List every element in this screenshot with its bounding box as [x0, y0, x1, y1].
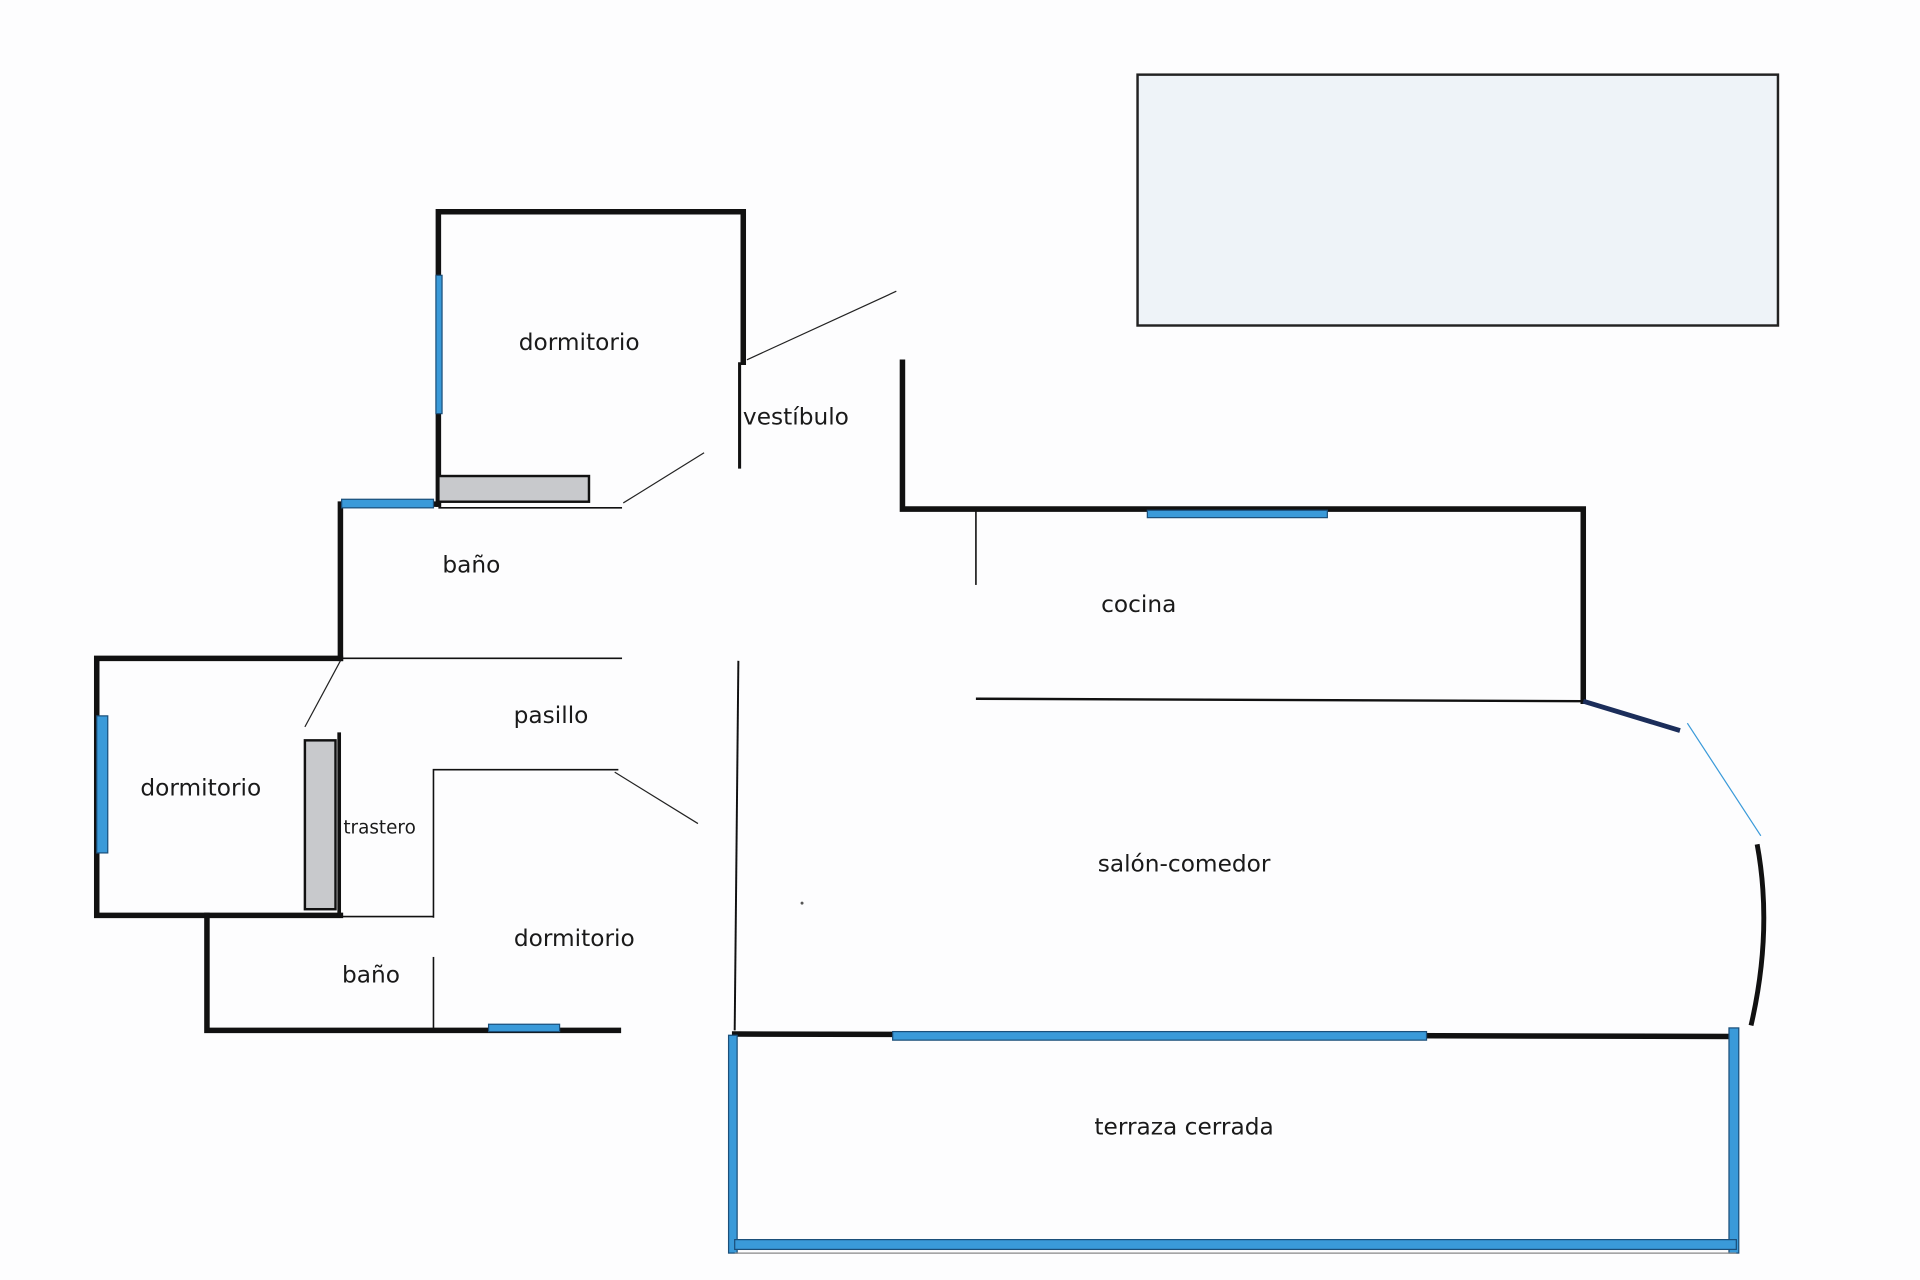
window: [435, 274, 443, 415]
label-bano-lower: baño: [342, 962, 400, 989]
label-terraza-cerrada: terraza cerrada: [1094, 1113, 1273, 1140]
window: [1686, 722, 1762, 837]
label-cocina: cocina: [1101, 591, 1176, 618]
closet: [437, 474, 591, 503]
room-salon-comedor: [731, 698, 1767, 1041]
room-cocina: [899, 359, 1587, 704]
label-pasillo: pasillo: [514, 702, 589, 729]
room-terraza-cerrada: [727, 1027, 1740, 1254]
window: [892, 1030, 1428, 1041]
door-swing: [622, 452, 705, 504]
room-bano-upper: [337, 498, 623, 662]
room-dormitorio-top: [435, 208, 897, 507]
label-salon-comedor: salón-comedor: [1098, 850, 1271, 877]
door-swing: [746, 290, 897, 361]
window: [96, 715, 109, 854]
window: [341, 498, 435, 509]
window: [487, 1023, 561, 1033]
label-dormitorio-left: dormitorio: [140, 774, 261, 801]
label-dormitorio-top: dormitorio: [519, 329, 640, 356]
label-dormitorio-bottom: dormitorio: [514, 925, 635, 952]
room-bano-lower: [204, 912, 622, 1034]
window: [1146, 509, 1328, 519]
label-trastero: trastero: [343, 817, 415, 838]
closet: [303, 739, 337, 911]
blank-legend-box: [1136, 73, 1780, 327]
label-vestibulo: vestíbulo: [743, 404, 849, 431]
label-bano-upper: baño: [442, 552, 500, 579]
room-dormitorio-left: [93, 655, 434, 919]
